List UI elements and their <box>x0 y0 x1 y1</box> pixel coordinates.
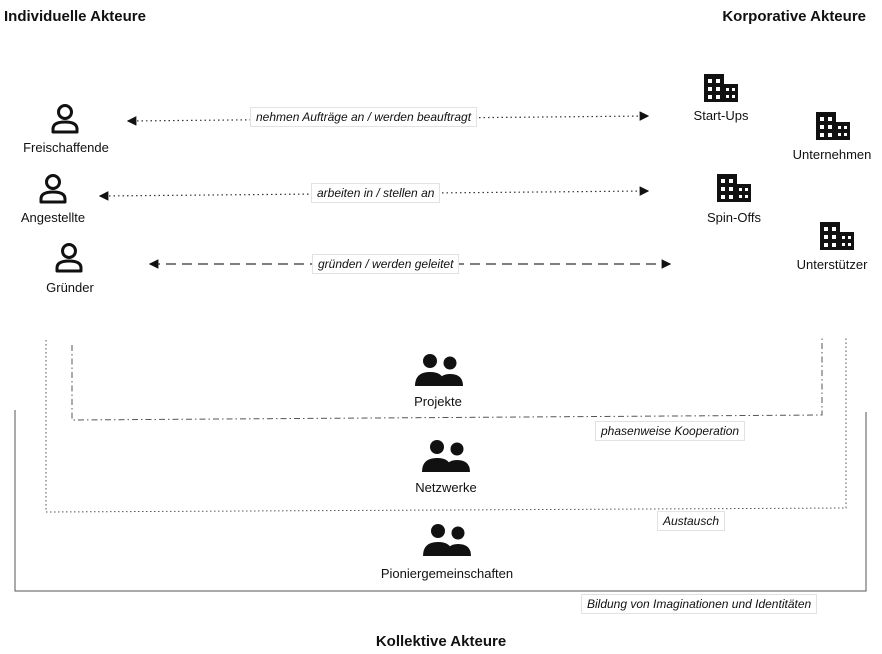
building-icon <box>715 172 753 204</box>
label-startups: Start-Ups <box>693 108 749 123</box>
building-icon <box>818 220 856 252</box>
boundary-projekte <box>71 338 823 421</box>
person-icon <box>49 102 81 134</box>
boundary-netzwerke <box>45 338 847 513</box>
person-icon <box>53 241 85 273</box>
label-angestellte: Angestellte <box>20 210 86 225</box>
arrow-auftraege <box>126 111 650 126</box>
label-spinoffs: Spin-Offs <box>707 210 761 225</box>
label-unterstuetzer: Unterstützer <box>796 257 868 272</box>
label-gruender: Gründer <box>46 280 94 295</box>
group-icon <box>422 522 472 558</box>
building-icon <box>702 72 740 104</box>
relation-arbeiten: arbeiten in / stellen an <box>311 183 441 203</box>
label-projekte: Projekte <box>414 394 462 409</box>
label-unternehmen: Unternehmen <box>792 147 872 162</box>
label-pioniergemeinschaften: Pioniergemeinschaften <box>380 566 514 581</box>
relation-gruenden: gründen / werden geleitet <box>312 254 460 274</box>
title-individual: Individuelle Akteure <box>4 8 146 25</box>
label-netzwerke: Netzwerke <box>415 480 477 495</box>
relation-auftraege: nehmen Aufträge an / werden beauftragt <box>250 107 478 127</box>
label-freischaffende: Freischaffende <box>23 140 109 155</box>
group-icon <box>414 352 464 388</box>
boundary-label-kooperation: phasenweise Kooperation <box>595 421 746 441</box>
group-icon <box>421 438 471 474</box>
arrow-arbeiten <box>98 186 650 201</box>
boundary-label-bildung: Bildung von Imaginationen und Identitäte… <box>581 594 818 614</box>
boundary-pioniergemeinschaften <box>14 410 867 592</box>
boundary-label-austausch: Austausch <box>657 511 726 531</box>
title-corporate: Korporative Akteure <box>722 8 866 25</box>
building-icon <box>814 110 852 142</box>
person-icon <box>37 172 69 204</box>
title-collective: Kollektive Akteure <box>375 633 507 650</box>
